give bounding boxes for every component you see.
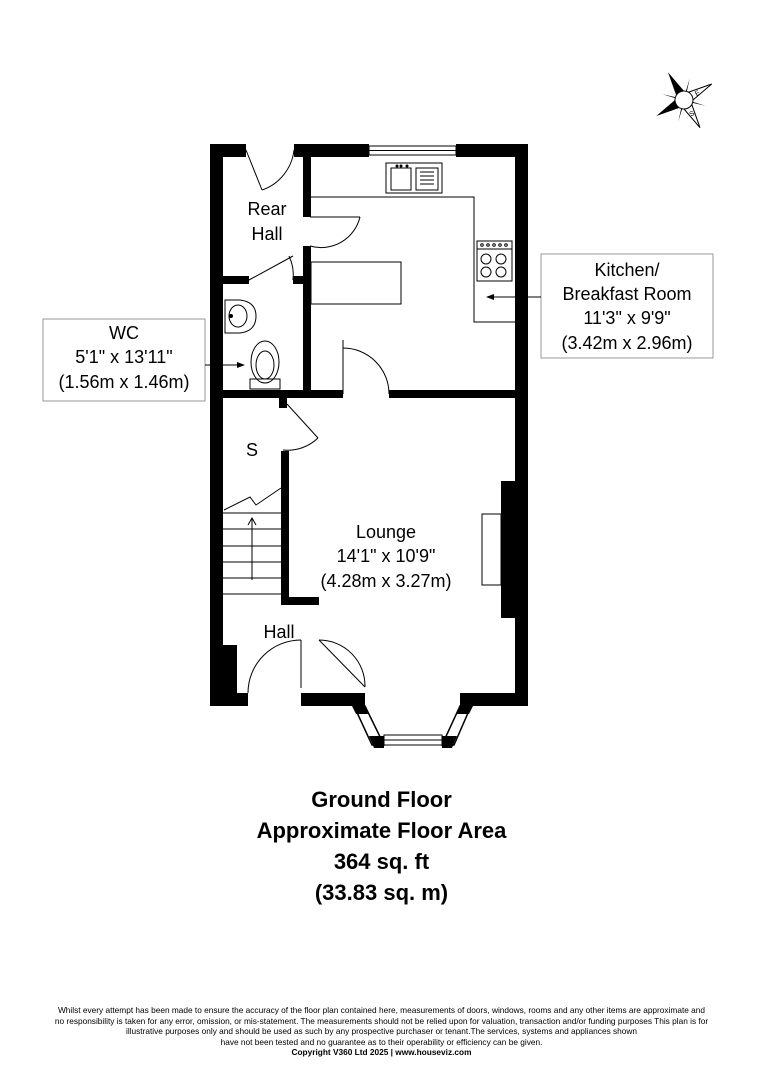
exterior-walls — [210, 144, 528, 706]
floor-area-summary: Ground Floor Approximate Floor Area 364 … — [0, 784, 763, 908]
store-label: S — [246, 440, 258, 460]
basin-icon — [224, 299, 257, 334]
floor-title: Ground Floor — [311, 787, 452, 812]
kitchen-window — [368, 145, 457, 156]
kitchen-dim-imperial: 11'3" x 9'9" — [583, 308, 670, 328]
kitchen-callout: Kitchen/ Breakfast Room 11'3" x 9'9" (3.… — [486, 253, 714, 359]
wc-dim-metric: (1.56m x 1.46m) — [58, 372, 189, 392]
copyright: Copyright V360 Ltd 2025 | www.houseviz.c… — [291, 1047, 472, 1057]
area-sqm: (33.83 sq. m) — [314, 880, 449, 905]
rear-hall-label-2: Hall — [251, 224, 282, 244]
compass-letter-w: W — [667, 104, 677, 114]
fireplace — [481, 513, 502, 586]
interior-walls — [223, 157, 515, 605]
bay-window — [352, 705, 473, 748]
disclaimer-line-2: no responsibility is taken for any error… — [54, 1015, 709, 1026]
toilet-icon — [249, 340, 281, 390]
lounge-dim-imperial: 14'1" x 10'9" — [337, 546, 436, 566]
compass-letter-e: E — [694, 89, 702, 98]
lounge-dim-metric: (4.28m x 3.27m) — [320, 571, 451, 591]
disclaimer-line-4: have not been tested and no guarantee as… — [220, 1036, 543, 1047]
doors — [245, 149, 390, 694]
sink-icon — [395, 164, 409, 168]
kitchen-label: Kitchen/ — [594, 260, 659, 280]
kitchen-dim-metric: (3.42m x 2.96m) — [561, 333, 692, 353]
disclaimer-line-1: Whilst every attempt has been made to en… — [57, 1005, 706, 1015]
breakfast-table — [310, 261, 402, 305]
area-sqft: 364 sq. ft — [333, 849, 430, 874]
kitchen-counter — [311, 162, 515, 323]
kitchen-label-2: Breakfast Room — [562, 284, 691, 304]
disclaimer-line-3: illustrative purposes only and should be… — [126, 1026, 637, 1036]
disclaimer: Whilst every attempt has been made to en… — [14, 1005, 749, 1058]
area-title: Approximate Floor Area — [256, 818, 507, 843]
stairs — [223, 487, 282, 595]
compass-letter-n: N — [673, 84, 681, 93]
hall-label: Hall — [263, 622, 294, 642]
rear-hall-label: Rear — [247, 199, 286, 219]
wc-dim-imperial: 5'1" x 13'11" — [75, 347, 172, 367]
hob-icon — [476, 240, 513, 282]
compass-icon: N E S W — [656, 72, 713, 129]
wc-label: WC — [109, 323, 139, 343]
wc-callout: WC 5'1" x 13'11" (1.56m x 1.46m) — [42, 318, 245, 402]
compass-letter-s: S — [688, 110, 696, 119]
lounge-label: Lounge — [356, 522, 416, 542]
